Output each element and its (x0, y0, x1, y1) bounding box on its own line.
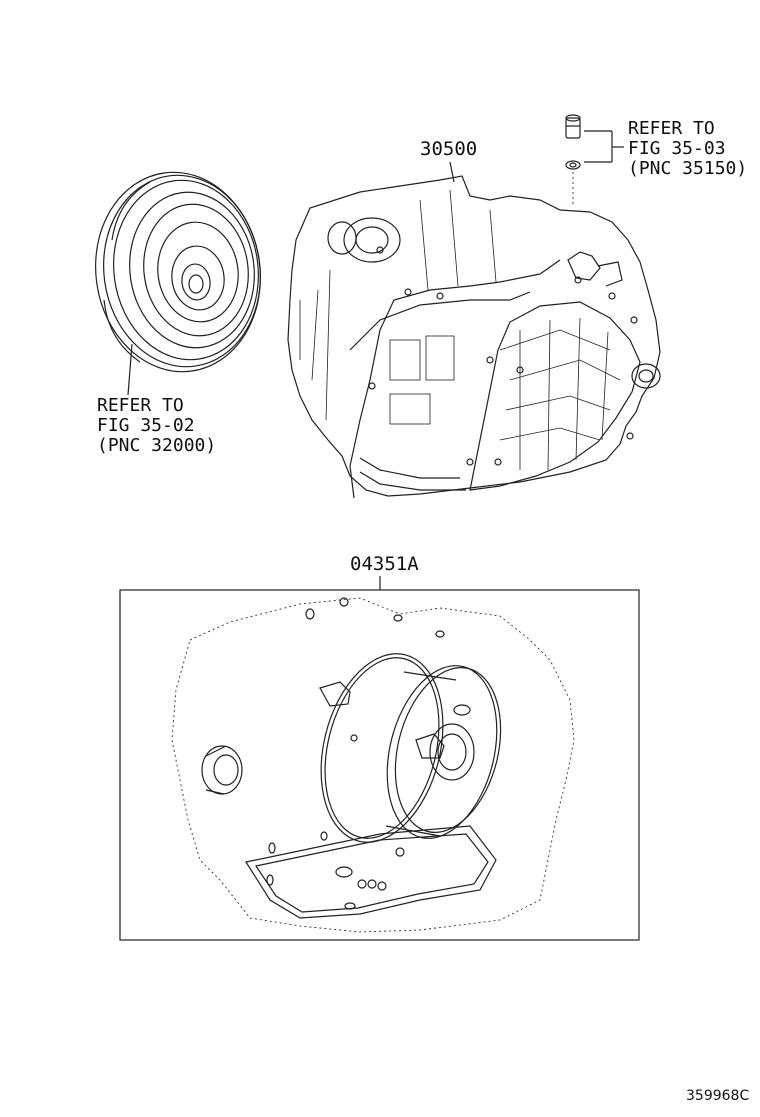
transaxle-leader (449, 161, 455, 183)
speed-sensor-bracket (584, 130, 624, 163)
illustration-id: 359968C (686, 1088, 749, 1104)
speed-sensor-ref-line2: FIG 35-03 (628, 138, 726, 159)
transaxle-part-number: 30500 (420, 138, 477, 160)
speed-sensor-ref-line3: (PNC 35150) (628, 158, 747, 179)
torque-converter-drawing (95, 171, 261, 373)
overhaul-kit-frame (119, 589, 640, 941)
speed-sensor-ref-line1: REFER TO (628, 118, 715, 139)
torque-converter-ref-line2: FIG 35-02 (97, 415, 195, 436)
transaxle-drawing (287, 175, 661, 499)
torque-converter-ref-line1: REFER TO (97, 395, 184, 416)
torque-converter-ref-line3: (PNC 32000) (97, 435, 216, 456)
torque-converter-leader (127, 343, 133, 396)
gasket-kit-drawing (171, 597, 575, 933)
speed-sensor-drawing (565, 114, 581, 206)
torque-converter-reference: REFER TO FIG 35-02 (PNC 32000) (97, 395, 216, 456)
speed-sensor-reference: REFER TO FIG 35-03 (PNC 35150) (628, 118, 747, 179)
overhaul-kit-part-number: 04351A (350, 553, 419, 575)
